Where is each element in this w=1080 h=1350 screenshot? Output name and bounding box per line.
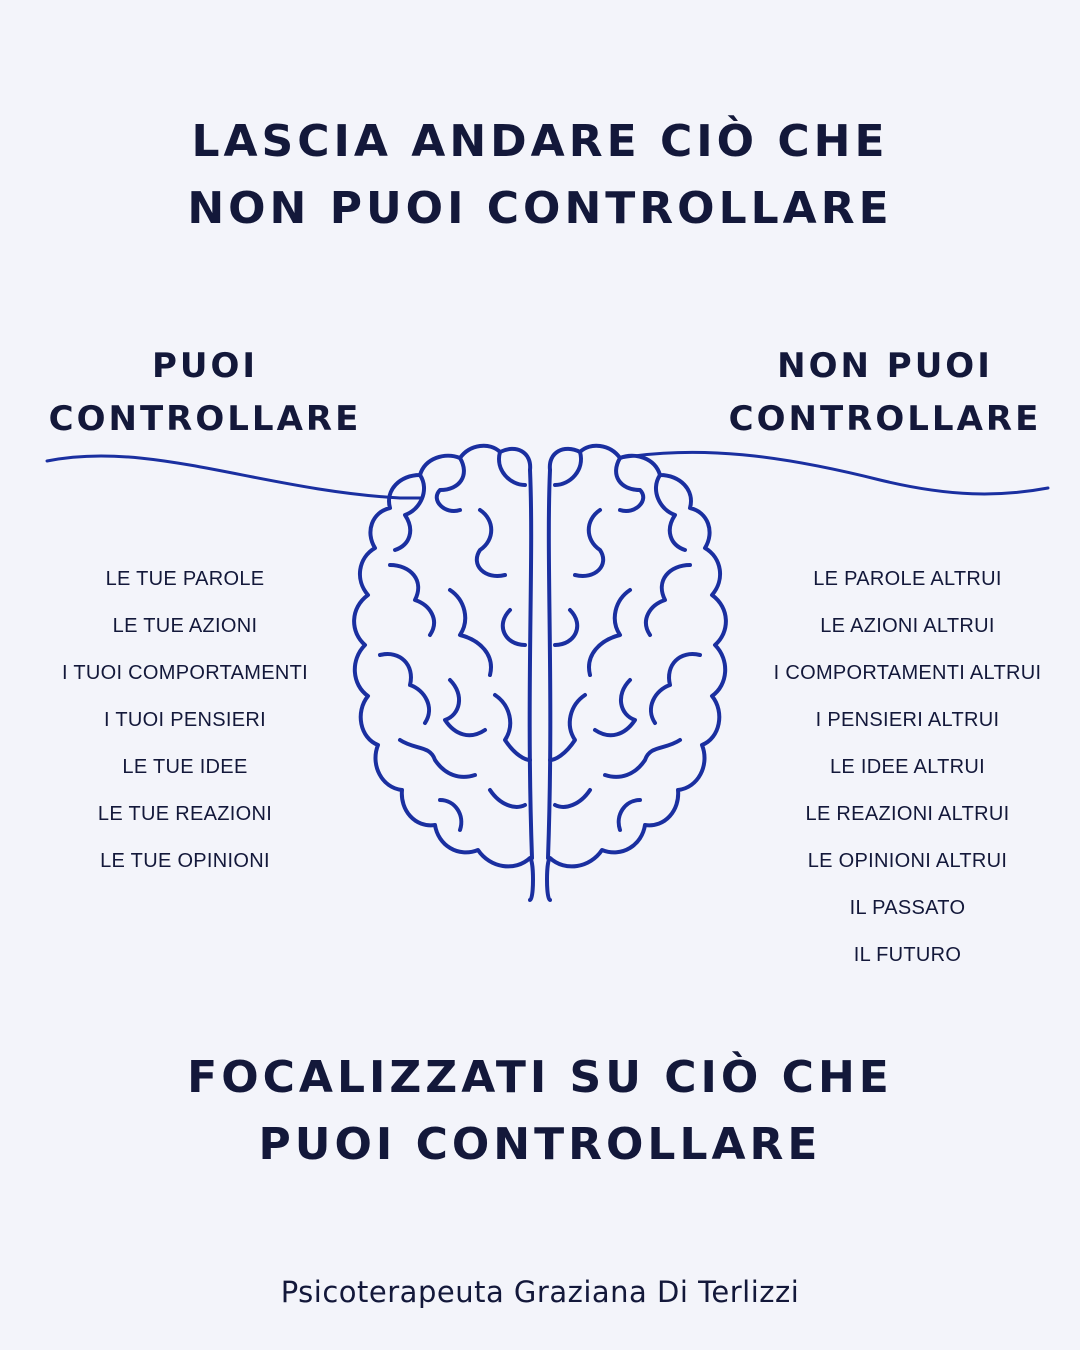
left-heading-line-2: CONTROLLARE	[48, 399, 362, 439]
left-heading-line-1: PUOI	[151, 346, 259, 386]
main-title-line-1: LASCIA ANDARE CIÒ CHE	[191, 116, 889, 167]
list-item: LE TUE PAROLE	[105, 568, 265, 590]
can-control-list: LE TUE PAROLE LE TUE AZIONI I TUOI COMPO…	[30, 556, 340, 885]
bottom-title: FOCALIZZATI SU CIÒ CHE PUOI CONTROLLARE	[0, 1044, 1080, 1178]
main-title-line-2: NON PUOI CONTROLLARE	[187, 183, 893, 234]
list-item: IL FUTURO	[853, 944, 962, 966]
wave-line	[45, 450, 1050, 500]
footer-signature: Psicoterapeuta Graziana Di Terlizzi	[280, 1275, 800, 1309]
list-item: LE OPINIONI ALTRUI	[807, 850, 1008, 872]
list-item: LE PAROLE ALTRUI	[813, 568, 1002, 590]
list-item: LE TUE REAZIONI	[97, 803, 273, 825]
right-heading-line-2: CONTROLLARE	[728, 399, 1042, 439]
cannot-control-list: LE PAROLE ALTRUI LE AZIONI ALTRUI I COMP…	[755, 556, 1060, 979]
bottom-title-line-1: FOCALIZZATI SU CIÒ CHE	[187, 1052, 893, 1103]
list-item: I PENSIERI ALTRUI	[815, 709, 1000, 731]
brain-icon	[352, 443, 728, 902]
right-column-heading: NON PUOI CONTROLLARE	[720, 340, 1050, 446]
list-item: I COMPORTAMENTI ALTRUI	[773, 662, 1042, 684]
list-item: LE REAZIONI ALTRUI	[805, 803, 1010, 825]
right-heading-line-1: NON PUOI	[777, 346, 993, 386]
list-item: LE TUE OPINIONI	[100, 850, 270, 872]
list-item: LE AZIONI ALTRUI	[820, 615, 995, 637]
list-item: LE IDEE ALTRUI	[830, 756, 985, 778]
list-item: I TUOI PENSIERI	[104, 709, 266, 731]
list-item: LE TUE IDEE	[122, 756, 248, 778]
left-column-heading: PUOI CONTROLLARE	[40, 340, 370, 446]
list-item: IL PASSATO	[849, 897, 966, 919]
list-item: LE TUE AZIONI	[112, 615, 258, 637]
list-item: I TUOI COMPORTAMENTI	[61, 662, 308, 684]
main-title: LASCIA ANDARE CIÒ CHE NON PUOI CONTROLLA…	[0, 108, 1080, 242]
bottom-title-line-2: PUOI CONTROLLARE	[258, 1119, 822, 1170]
